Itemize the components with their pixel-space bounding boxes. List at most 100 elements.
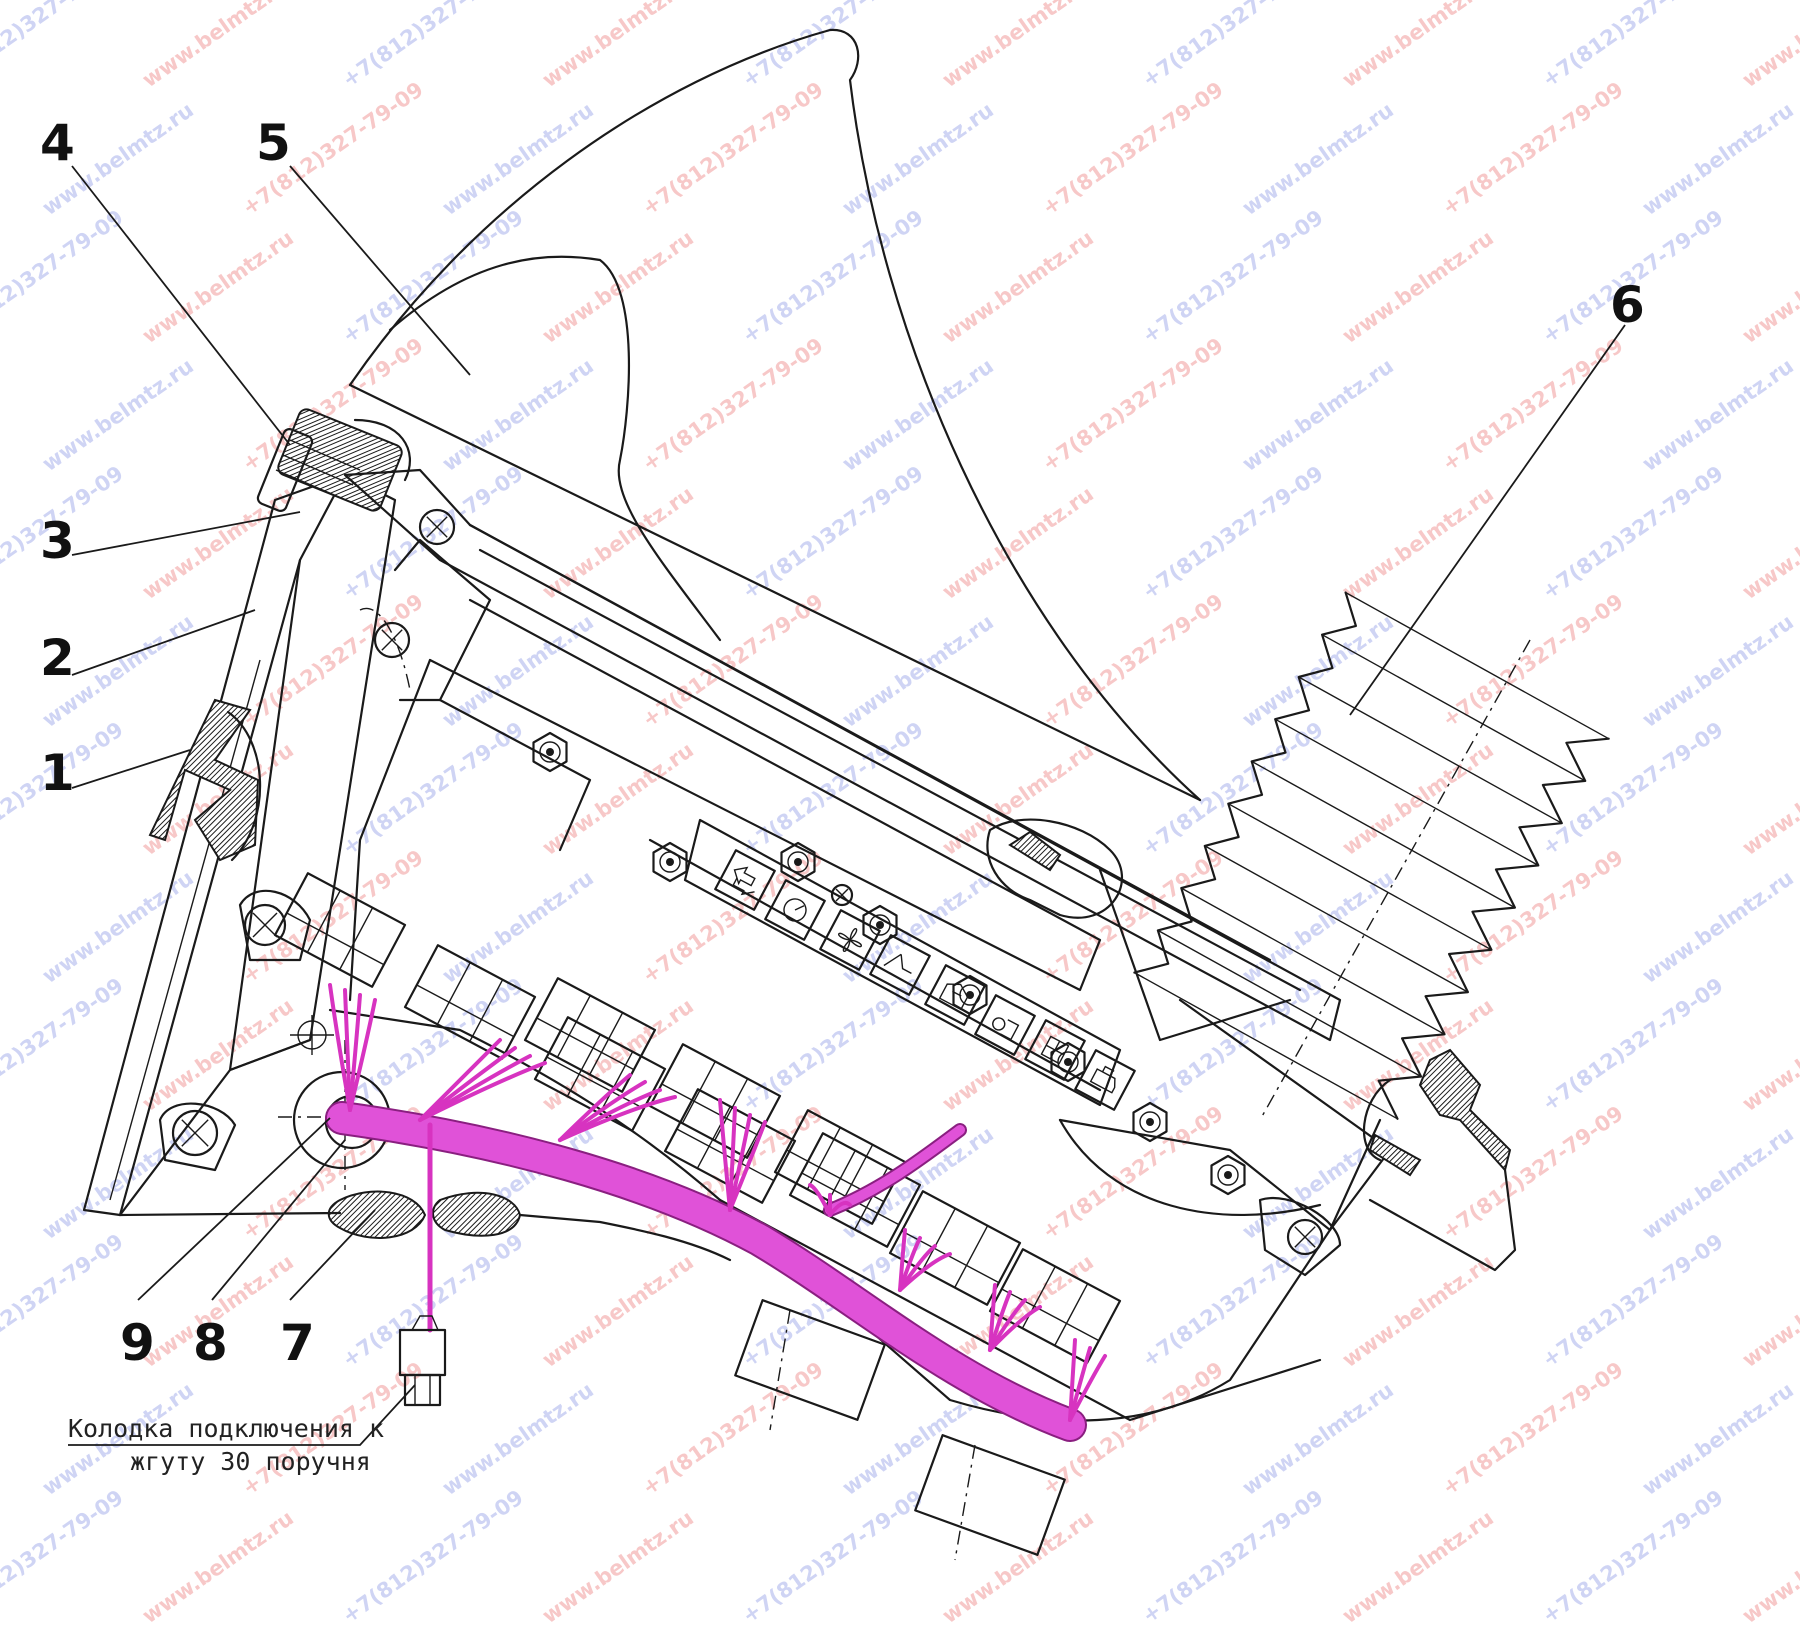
wire bbox=[418, 1061, 547, 1122]
watermark-text: www.belmtz.ru bbox=[38, 354, 198, 476]
watermark-text: www.belmtz.ru bbox=[1638, 610, 1798, 732]
wire bbox=[988, 1305, 1042, 1352]
hex-nut bbox=[780, 841, 816, 883]
wire bbox=[728, 1106, 737, 1212]
wiring-harness bbox=[325, 983, 1107, 1442]
watermark-text: +7(812)327-79-09 bbox=[338, 1229, 528, 1372]
terminal-block bbox=[523, 977, 657, 1093]
watermark-text: +7(812)327-79-09 bbox=[638, 1357, 828, 1500]
watermark-text: +7(812)327-79-09 bbox=[1538, 1485, 1728, 1625]
watermark-text: www.belmtz.ru bbox=[1638, 866, 1798, 988]
watermark-text: +7(812)327-79-09 bbox=[1038, 77, 1228, 220]
watermark-text: +7(812)327-79-09 bbox=[1538, 717, 1728, 860]
gauge-icon bbox=[764, 879, 826, 941]
watermark-text: +7(812)327-79-09 bbox=[738, 973, 928, 1116]
watermark-text: +7(812)327-79-09 bbox=[338, 205, 528, 348]
screw bbox=[1286, 1218, 1324, 1256]
watermark-text: +7(812)327-79-09 bbox=[1138, 1485, 1328, 1625]
bellows-rib bbox=[1134, 971, 1398, 1120]
hex-nut bbox=[532, 731, 568, 773]
watermark-text: +7(812)327-79-09 bbox=[638, 77, 828, 220]
hex-nut bbox=[1132, 1101, 1168, 1143]
wire bbox=[343, 988, 352, 1112]
watermark-text: www.belmtz.ru bbox=[538, 1506, 698, 1625]
seal-part-1 bbox=[148, 698, 262, 862]
watermark-text: +7(812)327-79-09 bbox=[738, 0, 928, 92]
watermark-text: www.belmtz.ru bbox=[1338, 482, 1498, 604]
callout-7: 7 bbox=[280, 1314, 315, 1372]
callout-2: 2 bbox=[40, 629, 75, 687]
wire bbox=[558, 1095, 677, 1142]
watermark-text: www.belmtz.ru bbox=[838, 354, 998, 476]
pump-icon bbox=[974, 994, 1036, 1056]
wire bbox=[808, 1183, 832, 1217]
watermark-text: www.belmtz.ru bbox=[1238, 98, 1398, 220]
watermark-text: www.belmtz.ru bbox=[1238, 1378, 1398, 1500]
watermark-text: +7(812)327-79-09 bbox=[1038, 589, 1228, 732]
hex-nut bbox=[862, 904, 898, 946]
watermark-text: www.belmtz.ru bbox=[538, 0, 698, 92]
watermark-text: www.belmtz.ru bbox=[138, 0, 298, 92]
watermark-text: www.belmtz.ru bbox=[938, 482, 1098, 604]
hex-nut bbox=[1050, 1041, 1086, 1083]
watermark-text: www.belmtz.ru bbox=[438, 610, 598, 732]
screw bbox=[171, 1109, 219, 1157]
hex-nut bbox=[652, 841, 688, 883]
watermark-text: +7(812)327-79-09 bbox=[638, 845, 828, 988]
wire bbox=[348, 998, 377, 1112]
callout-5: 5 bbox=[256, 114, 291, 172]
watermark-text: www.belmtz.ru bbox=[1238, 354, 1398, 476]
bellows-rib bbox=[1274, 718, 1539, 867]
watermark-text: +7(812)327-79-09 bbox=[338, 1485, 528, 1625]
watermark-text: +7(812)327-79-09 bbox=[338, 717, 528, 860]
wire bbox=[718, 1098, 732, 1212]
watermark-text: +7(812)327-79-09 bbox=[738, 461, 928, 604]
screw bbox=[418, 508, 456, 546]
bellows-rib bbox=[1251, 760, 1516, 909]
bellows-rib bbox=[1204, 845, 1469, 993]
watermark-text: www.belmtz.ru bbox=[1338, 1250, 1498, 1372]
connector-caption: Колодка подключения к жгуту 30 поручня bbox=[68, 1414, 384, 1476]
bellows-rib bbox=[1321, 634, 1586, 782]
callout-8: 8 bbox=[193, 1314, 228, 1372]
watermark-text: www.belmtz.ru bbox=[1638, 1378, 1798, 1500]
leader-lines bbox=[68, 165, 1626, 1446]
watermark-text: +7(812)327-79-09 bbox=[1438, 77, 1628, 220]
watermark-text: +7(812)327-79-09 bbox=[338, 0, 528, 92]
bottom-seal-part-7 bbox=[118, 1190, 732, 1262]
terminal-block bbox=[403, 944, 537, 1060]
watermark-text: www.belmtz.ru bbox=[438, 354, 598, 476]
watermark-text: www.belmtz.ru bbox=[438, 866, 598, 988]
wire bbox=[828, 1201, 852, 1217]
watermark-text: www.belmtz.ru bbox=[1738, 0, 1800, 92]
watermark-text: +7(812)327-79-09 bbox=[638, 589, 828, 732]
watermark-text: +7(812)327-79-09 bbox=[1538, 973, 1728, 1116]
watermark-text: www.belmtz.ru bbox=[1338, 226, 1498, 348]
bellows-rib bbox=[1345, 591, 1610, 740]
callout-9: 9 bbox=[120, 1314, 155, 1372]
bellows-rib bbox=[1157, 929, 1422, 1078]
watermark-text: www.belmtz.ru bbox=[1738, 738, 1800, 860]
watermark-text: +7(812)327-79-09 bbox=[1138, 205, 1328, 348]
watermark-text: www.belmtz.ru bbox=[1738, 1250, 1800, 1372]
watermark-text: www.belmtz.ru bbox=[1638, 1122, 1798, 1244]
watermark-text: www.belmtz.ru bbox=[938, 0, 1098, 92]
watermark-text: +7(812)327-79-09 bbox=[1138, 973, 1328, 1116]
arrows-icon bbox=[714, 849, 776, 911]
screw bbox=[243, 903, 287, 947]
fan-icon bbox=[819, 909, 881, 971]
terminal-blocks bbox=[273, 872, 1122, 1364]
callout-4: 4 bbox=[40, 114, 75, 172]
watermark-text: www.belmtz.ru bbox=[938, 226, 1098, 348]
watermark-text: +7(812)327-79-09 bbox=[238, 589, 428, 732]
wire bbox=[348, 993, 362, 1112]
caption-line-1: Колодка подключения к bbox=[68, 1414, 384, 1443]
watermark-text: +7(812)327-79-09 bbox=[638, 333, 828, 476]
callout-labels: 4 5 3 2 1 6 9 8 7 bbox=[40, 114, 1645, 1372]
watermark-text: www.belmtz.ru bbox=[438, 98, 598, 220]
watermark-text: www.belmtz.ru bbox=[838, 610, 998, 732]
hex-nut bbox=[1210, 1154, 1246, 1196]
wire bbox=[1068, 1354, 1107, 1422]
